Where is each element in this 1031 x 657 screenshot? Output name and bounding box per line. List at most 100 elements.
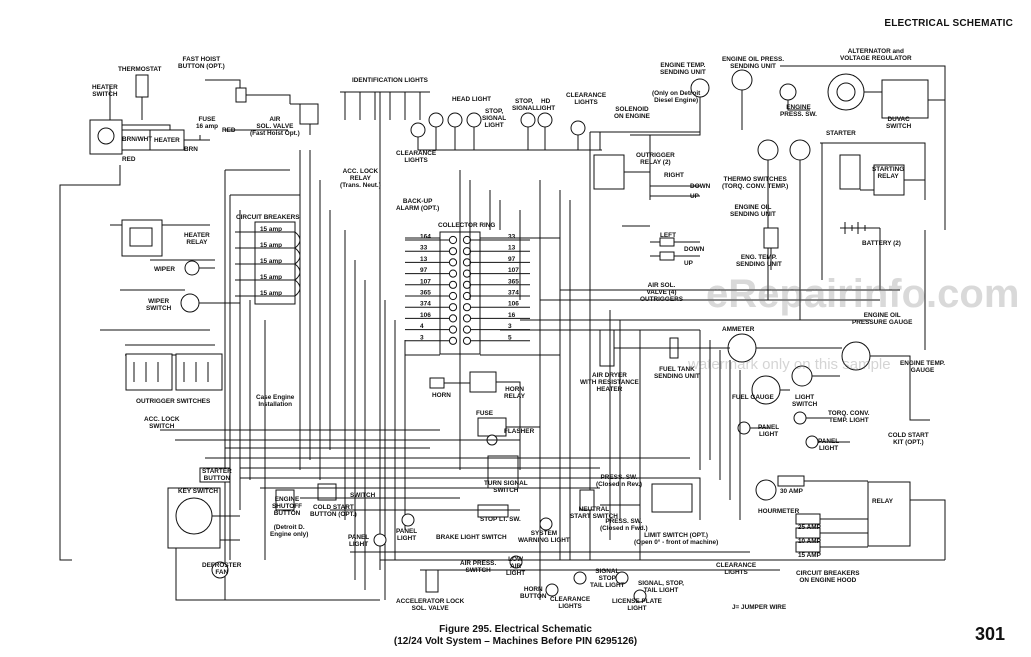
torq-conv-temp-light-label: TORQ. CONV.TEMP. LIGHT	[828, 410, 870, 424]
red-label-2: RED	[122, 156, 136, 163]
collector-ring-wire-number-left: 4	[420, 323, 424, 330]
collector-ring-label: COLLECTOR RING	[438, 222, 496, 229]
collector-ring-terminal-left	[448, 325, 458, 334]
cb-30amp: 30 AMP	[780, 488, 803, 495]
cb-25amp: 25 AMP	[798, 524, 821, 531]
collector-ring-wire-number-left: 107	[420, 278, 431, 285]
cb-10amp: 10 AMP	[798, 538, 821, 545]
left-label: LEFT	[660, 232, 676, 239]
engine-hood-breakers	[777, 475, 946, 561]
collector-ring-terminal-right	[462, 303, 472, 312]
cb-15amp: 15 AMP	[798, 552, 821, 559]
collector-ring-wire-number-right: 33	[508, 234, 516, 241]
main-horizontal-runs	[160, 170, 860, 600]
left-bus	[100, 150, 406, 600]
collector-ring-wire-number-right: 97	[508, 256, 516, 263]
stop-lt-sw-label: STOP LT. SW.	[480, 516, 521, 523]
watermark-sample: watermark only on this sample	[688, 356, 891, 373]
collector-ring-wire-number-right: 3	[508, 323, 512, 330]
page-header: ELECTRICAL SCHEMATIC	[884, 18, 1013, 29]
press-sw-fwd-label: PRESS. SW.(Closed n Fwd.)	[600, 518, 648, 532]
detroit-engine-only-label: (Detroit D.Engine only)	[270, 524, 309, 538]
fuse-mid-label: FUSE	[476, 410, 494, 417]
collector-ring-terminal-right	[462, 325, 472, 334]
starter-label: STARTER	[826, 130, 856, 137]
collector-ring-wire-number-right: 365	[508, 278, 519, 285]
right-label: RIGHT	[664, 172, 684, 179]
jumper-wire-note: J= JUMPER WIRE	[732, 604, 787, 611]
thermostat-label: THERMOSTAT	[118, 66, 162, 73]
air-press-switch-label: AIR PRESS.SWITCH	[460, 560, 497, 574]
circuit-breaker-block	[235, 221, 301, 305]
page-number: 301	[974, 624, 1005, 644]
horn-label: HORN	[432, 392, 451, 399]
head-light-label: HEAD LIGHT	[452, 96, 492, 103]
collector-ring-terminal-right	[462, 336, 472, 345]
watermark: eRepairinfo.com	[706, 272, 1020, 316]
outrigger-switches-label: OUTRIGGER SWITCHES	[136, 398, 211, 405]
ammeter-label: AMMETER	[722, 326, 755, 333]
collector-ring-wire-number-left: 106	[420, 312, 431, 319]
battery-label: BATTERY (2)	[862, 240, 901, 247]
hourmeter-label: HOURMETER	[758, 508, 800, 515]
collector-ring-terminal-right	[462, 314, 472, 323]
heater-relay-wiper	[121, 219, 240, 313]
signal-stop-tail-light-2-label: SIGNAL, STOP,TAIL LIGHT	[638, 580, 684, 594]
cb-amp-4: 15 amp	[260, 274, 283, 281]
collector-ring-wire-number-right: 106	[508, 301, 519, 308]
fuel-gauge-label: FUEL GAUGE	[732, 394, 774, 401]
cb-amp-2: 15 amp	[260, 242, 283, 249]
red-wire-label: RED	[222, 127, 236, 134]
collector-ring-wire-number-left: 97	[420, 267, 428, 274]
collector-ring-wire-number-right: 16	[508, 312, 516, 319]
collector-ring-wire-number-right: 374	[508, 290, 519, 297]
outrigger-relay	[593, 154, 700, 261]
flasher-label: FLASHER	[504, 428, 535, 435]
outrigger-switches	[125, 353, 223, 391]
up-label-2: UP	[684, 260, 693, 267]
collector-ring-wire-number-right: 13	[508, 245, 516, 252]
heater-circuit	[59, 74, 319, 561]
thermo-switches-label: THERMO SWITCHES(TORQ. CONV. TEMP.)	[722, 176, 789, 190]
collector-ring-terminal-left	[448, 235, 458, 245]
eng-temp-sending-unit-label: ENG. TEMP.SENDING UNIT	[736, 254, 782, 268]
collector-ring-wire-number-left: 13	[420, 256, 428, 263]
brn-label: BRN	[184, 146, 198, 153]
